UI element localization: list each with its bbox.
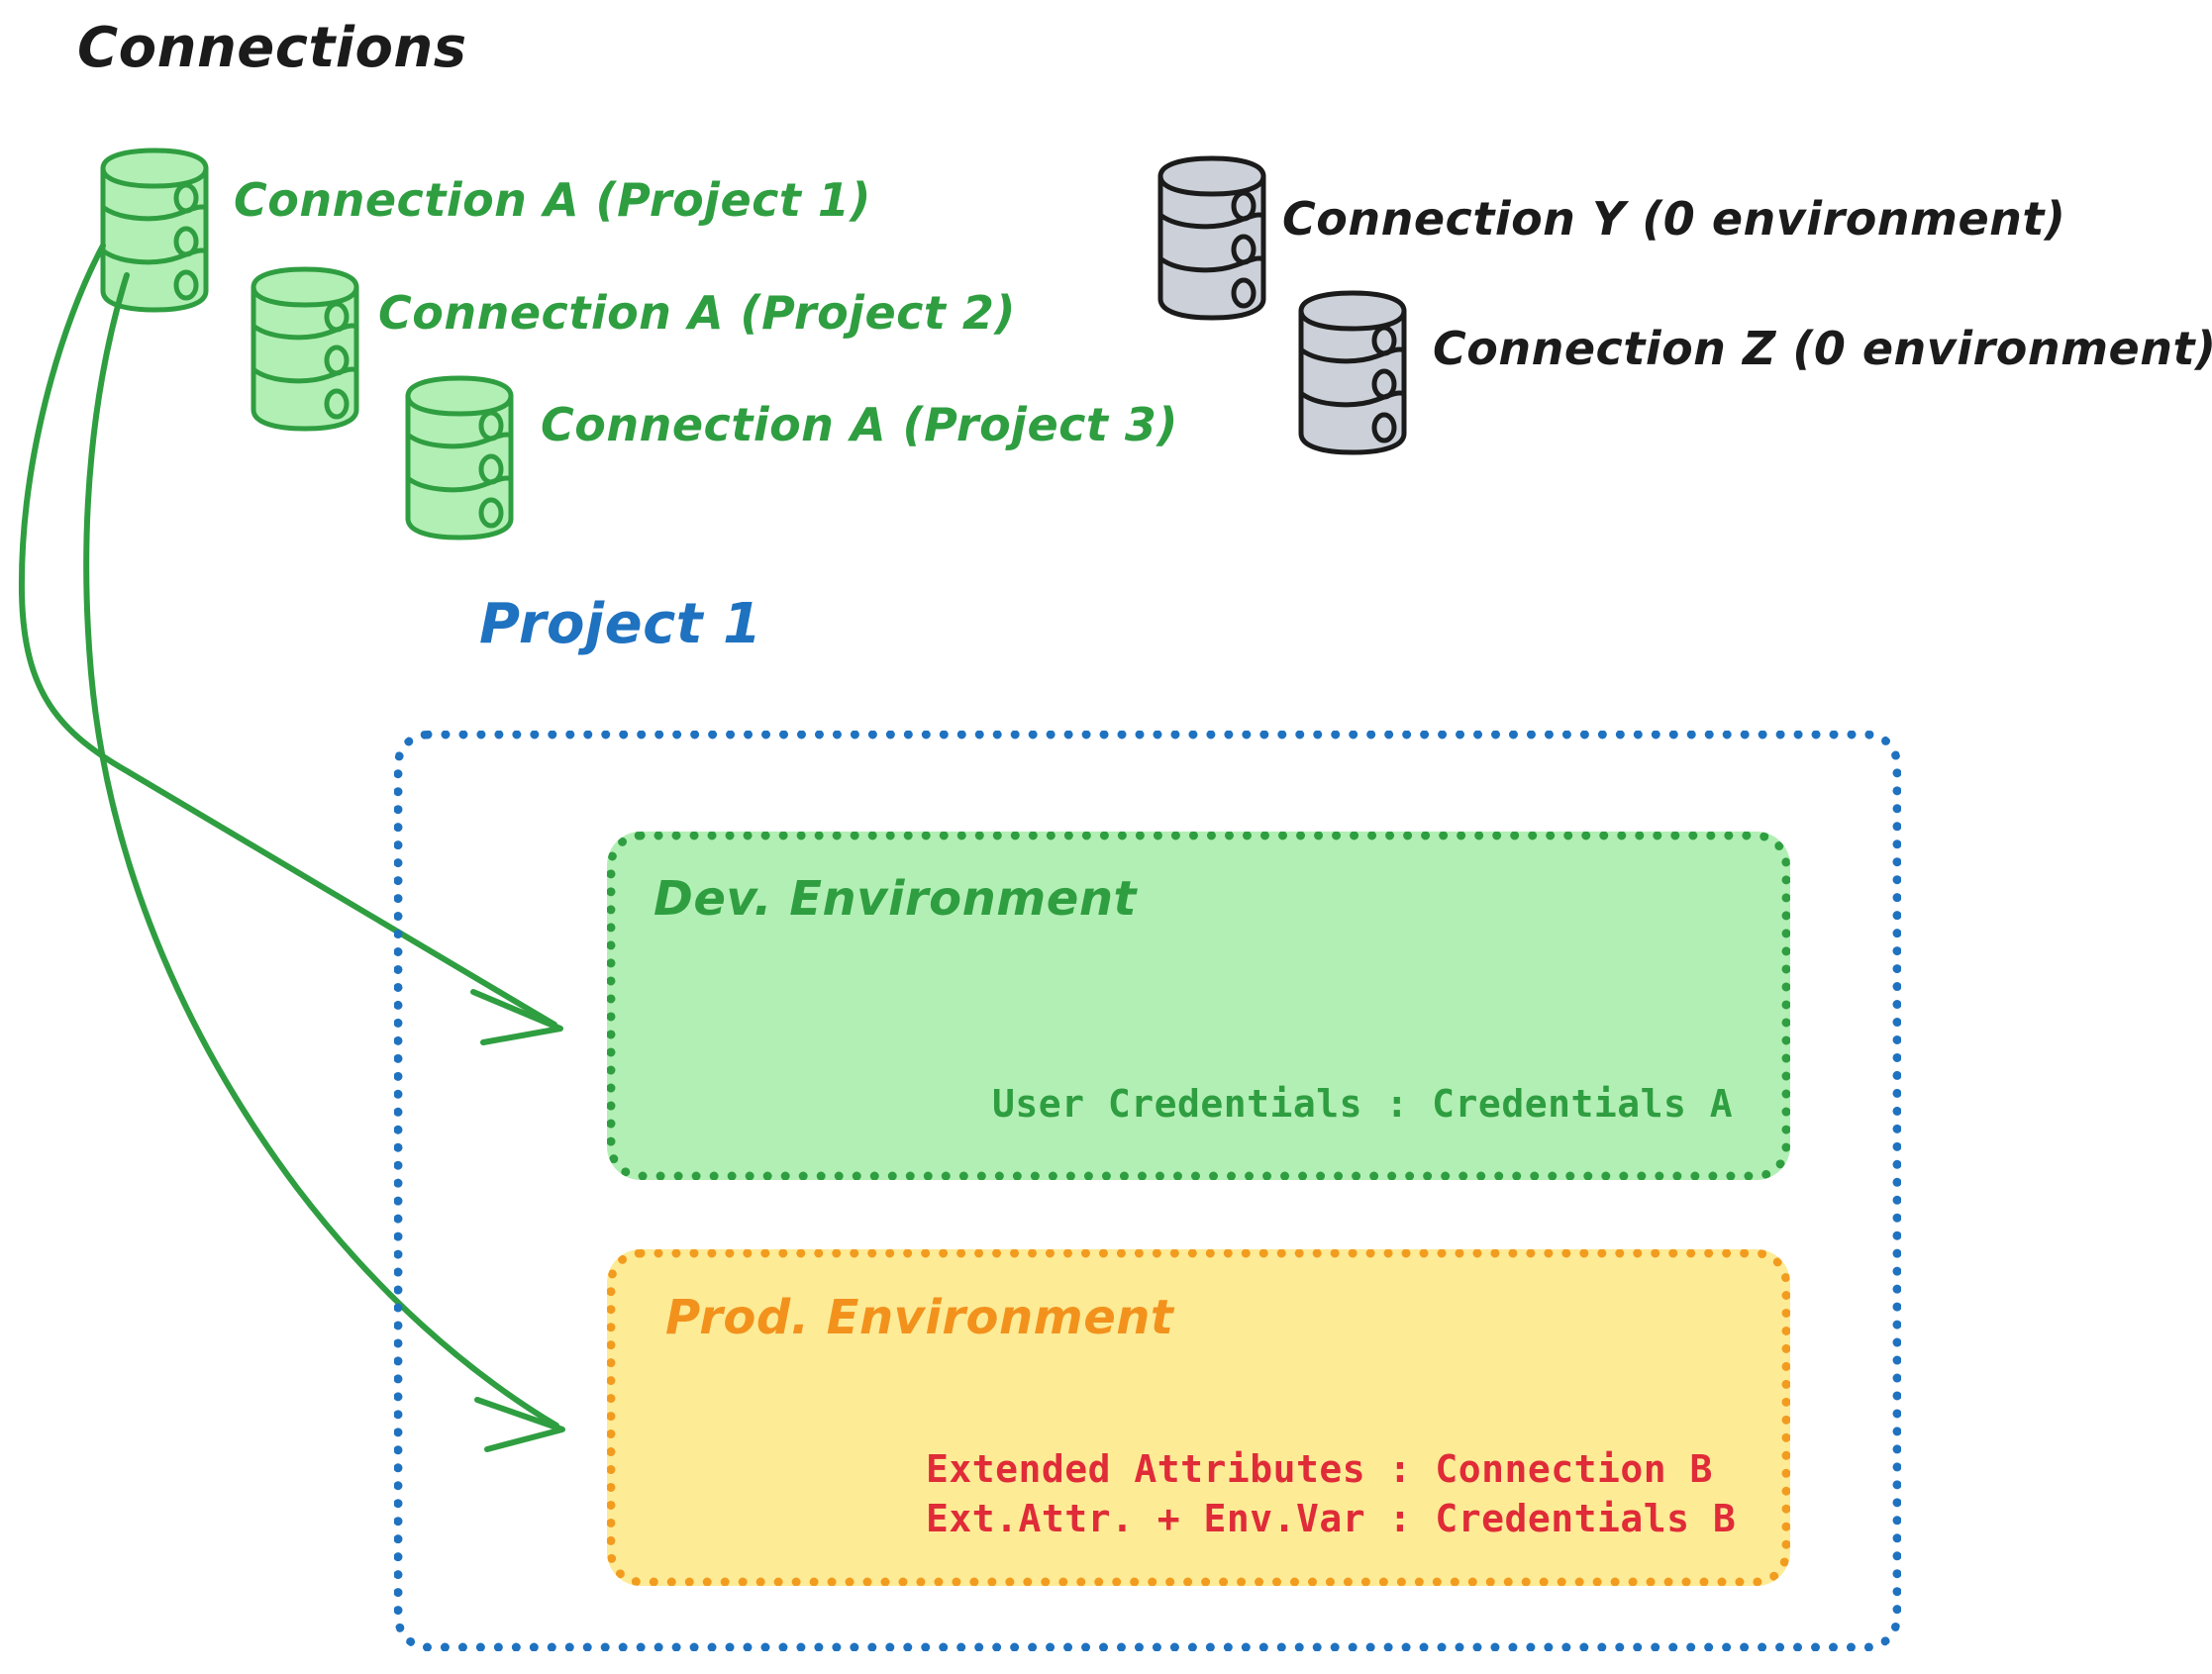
arrow-to-dev (18, 243, 563, 1045)
page-title: Connections (77, 16, 467, 80)
environment-detail-prod-line-1: Extended Attributes : Connection B (926, 1447, 1713, 1491)
arrowhead-dev (470, 989, 563, 1045)
connection-label-conn-a-p2: Connection A (Project 2) (378, 286, 1016, 340)
connection-label-conn-a-p1: Connection A (Project 1) (234, 173, 871, 227)
environment-detail-prod-line-2: Ext.Attr. + Env.Var : Credentials B (926, 1497, 1737, 1540)
environment-box-dev[interactable] (607, 832, 1790, 1180)
project-title: Project 1 (479, 592, 762, 656)
connection-label-conn-a-p3: Connection A (Project 3) (541, 398, 1178, 451)
database-icon-conn-a-p2[interactable] (253, 269, 356, 429)
environment-title-prod: Prod. Environment (665, 1290, 1174, 1345)
environment-detail-dev-line-1: User Credentials : Credentials A (992, 1082, 1734, 1126)
database-icon-conn-y[interactable] (1160, 158, 1263, 318)
environment-title-dev: Dev. Environment (654, 871, 1137, 927)
arrow-to-prod (83, 272, 565, 1452)
environment-box-prod[interactable] (607, 1249, 1790, 1586)
arrowhead-prod (474, 1397, 565, 1452)
database-icon-conn-a-p1[interactable] (103, 150, 206, 310)
project-container (394, 731, 1901, 1651)
database-icon-conn-z[interactable] (1301, 293, 1404, 452)
connection-label-conn-y: Connection Y (0 environment) (1282, 192, 2066, 246)
connection-label-conn-z: Connection Z (0 environment) (1433, 322, 2212, 375)
database-icon-conn-a-p3[interactable] (408, 378, 511, 538)
